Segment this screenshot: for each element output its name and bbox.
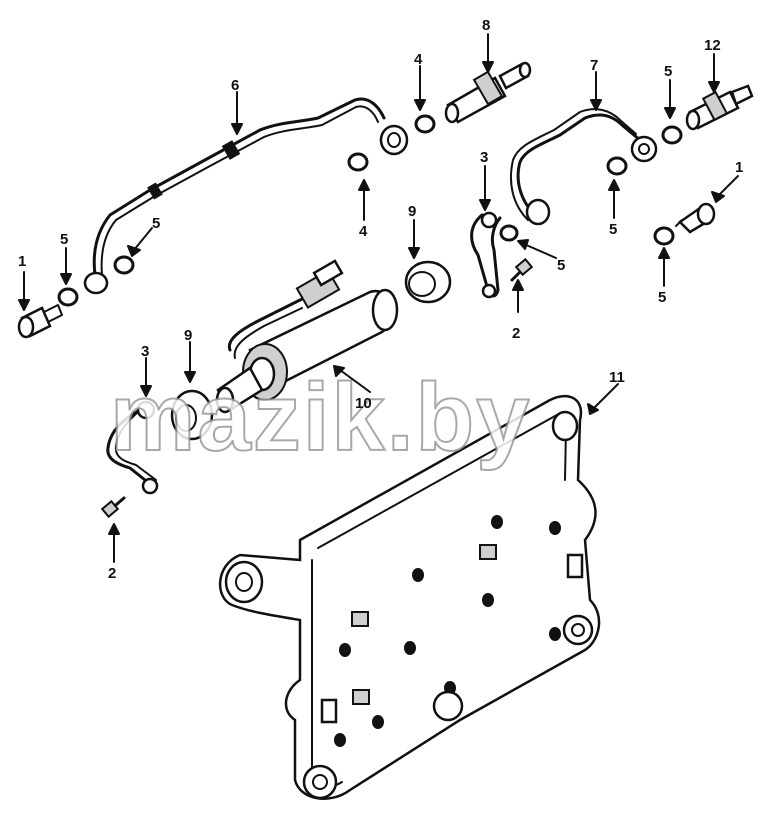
banjo-bolt-1-left xyxy=(17,304,63,339)
watermark: mazik.by xyxy=(110,364,532,471)
clamp-3-upper xyxy=(470,211,502,299)
fuel-line-7 xyxy=(510,108,658,226)
spacer-9-upper xyxy=(404,260,452,304)
fuel-pump-10 xyxy=(215,259,399,414)
callout-10: 10 xyxy=(355,395,372,412)
connector-8 xyxy=(444,61,532,124)
callout-8: 8 xyxy=(482,17,490,34)
washers xyxy=(57,114,683,307)
callout-3-lower: 3 xyxy=(141,343,149,360)
callout-1-right: 1 xyxy=(735,159,743,176)
callout-6: 6 xyxy=(231,77,239,94)
callout-5-d: 5 xyxy=(609,221,617,238)
callout-5-c: 5 xyxy=(557,257,565,274)
callout-5-f: 5 xyxy=(658,289,666,306)
callout-7: 7 xyxy=(590,57,598,74)
clamp-3-lower xyxy=(106,400,159,495)
fuel-line-6 xyxy=(83,97,409,295)
spacer-9-lower xyxy=(170,389,214,441)
callout-9-upper: 9 xyxy=(408,203,416,220)
callout-1-left: 1 xyxy=(18,253,26,270)
mounting-bracket-11 xyxy=(218,394,601,800)
callout-3-upper: 3 xyxy=(480,149,488,166)
bolt-2-upper xyxy=(510,257,534,282)
callout-4-upper: 4 xyxy=(414,51,423,68)
callout-2-lower: 2 xyxy=(108,565,116,582)
callout-11: 11 xyxy=(609,369,625,386)
callout-5-a: 5 xyxy=(60,231,68,248)
callout-9-lower: 9 xyxy=(184,327,192,344)
callout-2-upper: 2 xyxy=(512,325,520,342)
callout-5-e: 5 xyxy=(664,63,672,80)
callout-12: 12 xyxy=(704,37,721,54)
bolt-2-lower xyxy=(100,496,126,519)
connector-12 xyxy=(685,84,754,131)
callout-4-lower: 4 xyxy=(359,223,368,240)
leader-arrows xyxy=(18,33,739,563)
banjo-bolt-1-right xyxy=(675,202,716,234)
callout-5-b: 5 xyxy=(152,215,160,232)
